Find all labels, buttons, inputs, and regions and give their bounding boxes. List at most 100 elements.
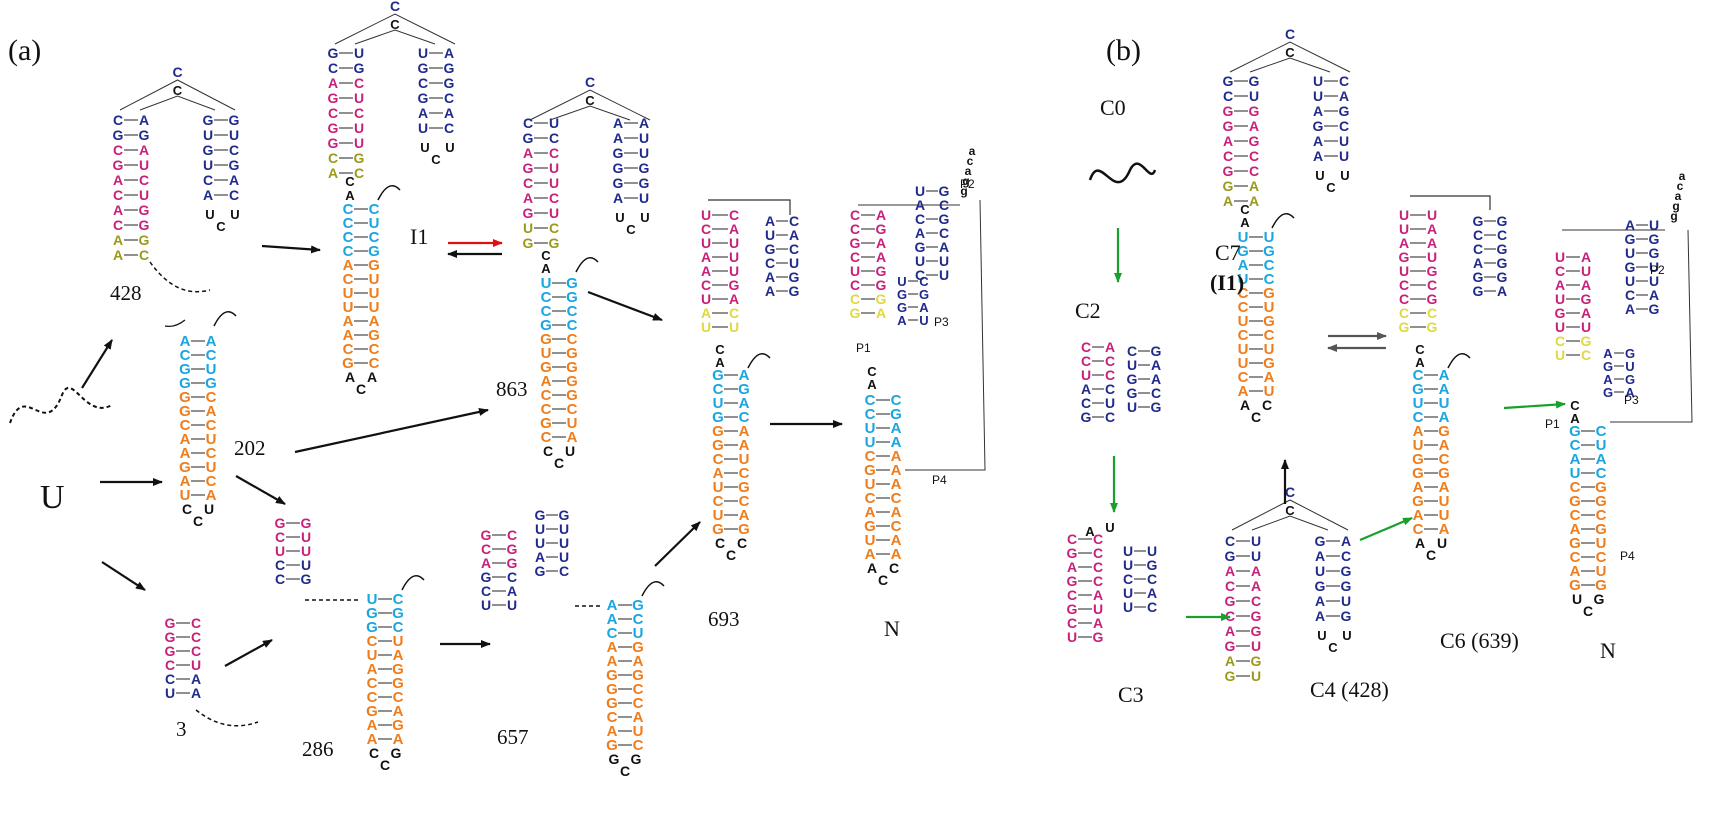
svg-text:U: U	[354, 120, 364, 136]
svg-text:C: C	[191, 615, 201, 631]
svg-text:C: C	[203, 172, 213, 188]
svg-text:A: A	[715, 355, 725, 370]
state-U: U	[40, 479, 65, 516]
svg-text:U: U	[1313, 88, 1323, 104]
svg-text:A: A	[1093, 615, 1103, 631]
svg-text:G: G	[738, 521, 750, 538]
svg-text:U: U	[765, 227, 775, 243]
svg-text:A: A	[1439, 437, 1450, 454]
svg-text:U: U	[367, 647, 378, 664]
svg-text:G: G	[1251, 608, 1262, 624]
svg-text:U: U	[1427, 249, 1437, 265]
svg-text:G: G	[632, 667, 644, 684]
svg-text:A: A	[919, 300, 929, 315]
svg-text:C: C	[1285, 503, 1295, 518]
svg-text:G: G	[392, 717, 404, 734]
svg-text:G: G	[301, 571, 312, 587]
svg-text:G: G	[1249, 73, 1260, 89]
arrow-202-to-286	[235, 475, 286, 505]
svg-text:C: C	[1555, 263, 1565, 279]
svg-text:A: A	[1473, 255, 1483, 271]
svg-text:A: A	[369, 313, 380, 330]
svg-text:U: U	[1264, 299, 1275, 316]
svg-text:G: G	[1081, 409, 1092, 425]
svg-text:U: U	[205, 207, 214, 222]
svg-text:C: C	[1251, 593, 1261, 609]
svg-text:C: C	[1249, 163, 1259, 179]
svg-text:C: C	[369, 201, 380, 218]
svg-text:A: A	[1581, 249, 1591, 265]
svg-text:C: C	[139, 247, 149, 263]
svg-text:C: C	[1399, 291, 1409, 307]
svg-text:A: A	[739, 367, 750, 384]
svg-text:G: G	[366, 605, 378, 622]
svg-text:C: C	[345, 174, 355, 189]
state-3: 3	[176, 717, 187, 741]
state-286: 286	[302, 737, 334, 761]
svg-text:G: G	[481, 569, 492, 585]
svg-text:A: A	[1339, 88, 1349, 104]
helix-P3-b: P3	[1624, 393, 1639, 407]
svg-text:C: C	[541, 303, 552, 320]
svg-text:C: C	[850, 249, 860, 265]
svg-text:G: G	[507, 555, 518, 571]
svg-text:G: G	[1067, 545, 1078, 561]
svg-text:A: A	[1313, 133, 1323, 149]
svg-text:A: A	[1313, 103, 1323, 119]
arrow-U-to-3	[101, 561, 146, 591]
svg-text:C: C	[139, 172, 149, 188]
svg-text:A: A	[865, 504, 876, 521]
arrow-C4-to-C6	[1359, 516, 1413, 542]
svg-text:C: C	[1081, 339, 1091, 355]
svg-text:U: U	[191, 657, 201, 673]
svg-text:C: C	[1596, 507, 1607, 524]
svg-text:G: G	[139, 217, 150, 233]
svg-text:G: G	[444, 60, 455, 76]
svg-text:C: C	[393, 689, 404, 706]
svg-text:G: G	[566, 289, 578, 306]
svg-text:C: C	[1415, 342, 1425, 357]
svg-text:U: U	[713, 507, 724, 524]
svg-text:G: G	[165, 643, 176, 659]
svg-text:C: C	[729, 305, 739, 321]
svg-text:C: C	[726, 547, 736, 563]
svg-text:G: G	[738, 479, 750, 496]
svg-text:C: C	[607, 625, 618, 642]
svg-text:C: C	[739, 493, 750, 510]
svg-text:C: C	[393, 619, 404, 636]
svg-text:G: G	[1249, 103, 1260, 119]
svg-text:U: U	[1625, 359, 1634, 374]
svg-text:A: A	[915, 225, 925, 241]
svg-text:U: U	[1570, 465, 1581, 482]
svg-text:C: C	[713, 381, 724, 398]
svg-text:C: C	[165, 671, 175, 687]
svg-text:U: U	[567, 415, 578, 432]
svg-text:A: A	[891, 462, 902, 479]
svg-text:C: C	[585, 93, 595, 108]
svg-text:G: G	[1595, 521, 1607, 538]
svg-text:A: A	[1413, 423, 1424, 440]
svg-text:U: U	[1238, 341, 1249, 358]
svg-text:C: C	[620, 763, 630, 779]
svg-text:U: U	[523, 220, 533, 236]
svg-text:C: C	[523, 175, 533, 191]
svg-text:C: C	[1426, 547, 1436, 563]
svg-text:C: C	[1123, 571, 1133, 587]
svg-text:A: A	[206, 403, 217, 420]
svg-text:C: C	[891, 518, 902, 535]
svg-text:C: C	[173, 83, 183, 98]
svg-text:G: G	[1127, 371, 1138, 387]
svg-text:A: A	[113, 232, 123, 248]
svg-text:A: A	[1240, 397, 1250, 413]
svg-text:G: G	[850, 305, 861, 321]
svg-text:C: C	[633, 611, 644, 628]
svg-text:A: A	[1625, 301, 1635, 317]
svg-text:U: U	[549, 205, 559, 221]
svg-text:U: U	[1238, 355, 1249, 372]
svg-text:A: A	[1413, 507, 1424, 524]
svg-text:C: C	[1326, 180, 1336, 195]
svg-text:U: U	[729, 263, 739, 279]
svg-text:C: C	[1328, 640, 1338, 655]
svg-text:C: C	[549, 145, 559, 161]
svg-text:U: U	[507, 597, 517, 613]
